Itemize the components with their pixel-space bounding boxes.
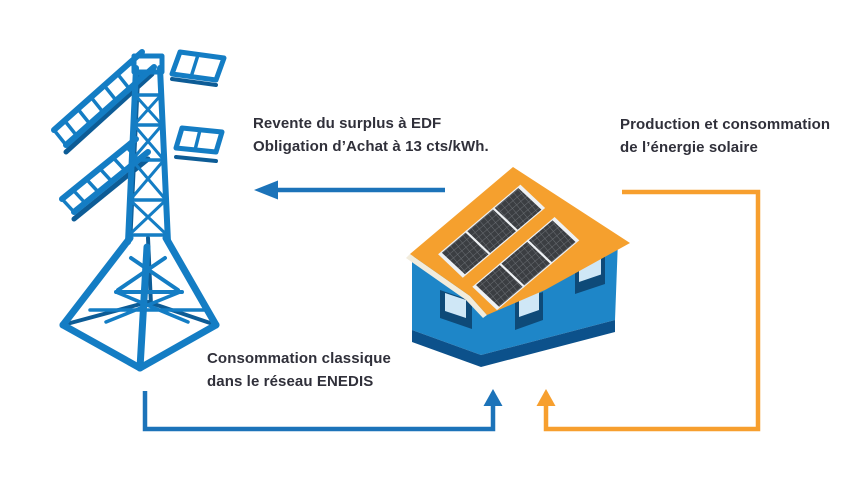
resale-label-line1: Revente du surplus à EDF	[253, 115, 442, 132]
consumption-label-line1: Consommation classique	[207, 350, 391, 367]
solar-panel-row-2-cells	[476, 220, 576, 307]
solar-panels	[438, 184, 580, 311]
consumption-label-line2: dans le réseau ENEDIS	[207, 373, 374, 390]
left-window-pane	[445, 293, 466, 318]
solar-loop-arrow	[536, 189, 761, 432]
production-label-line1: Production et consommation	[620, 116, 831, 133]
roof-underside	[406, 254, 487, 318]
production-label: Production et consommation de l’énergie …	[620, 113, 830, 159]
transmission-tower-illustration	[51, 49, 227, 372]
grid-consumption-arrowhead-icon	[483, 389, 503, 406]
tower-main-lattice	[51, 49, 227, 372]
solar-panel-row-1-cells	[441, 188, 542, 275]
production-label-line2: de l’énergie solaire	[620, 139, 758, 156]
resale-label-line2: Obligation d’Achat à 13 cts/kWh.	[253, 138, 489, 155]
solar-loop-arrowhead-icon	[536, 389, 556, 406]
resale-arrowhead-icon	[254, 180, 278, 200]
roof	[410, 167, 630, 315]
solar-house-illustration	[406, 167, 630, 367]
consumption-label: Consommation classique dans le réseau EN…	[207, 347, 391, 393]
resale-label: Revente du surplus à EDF Obligation d’Ac…	[253, 112, 489, 158]
house-base	[412, 320, 615, 367]
grid-consumption-arrow	[142, 389, 503, 432]
resale-arrow	[254, 180, 445, 200]
